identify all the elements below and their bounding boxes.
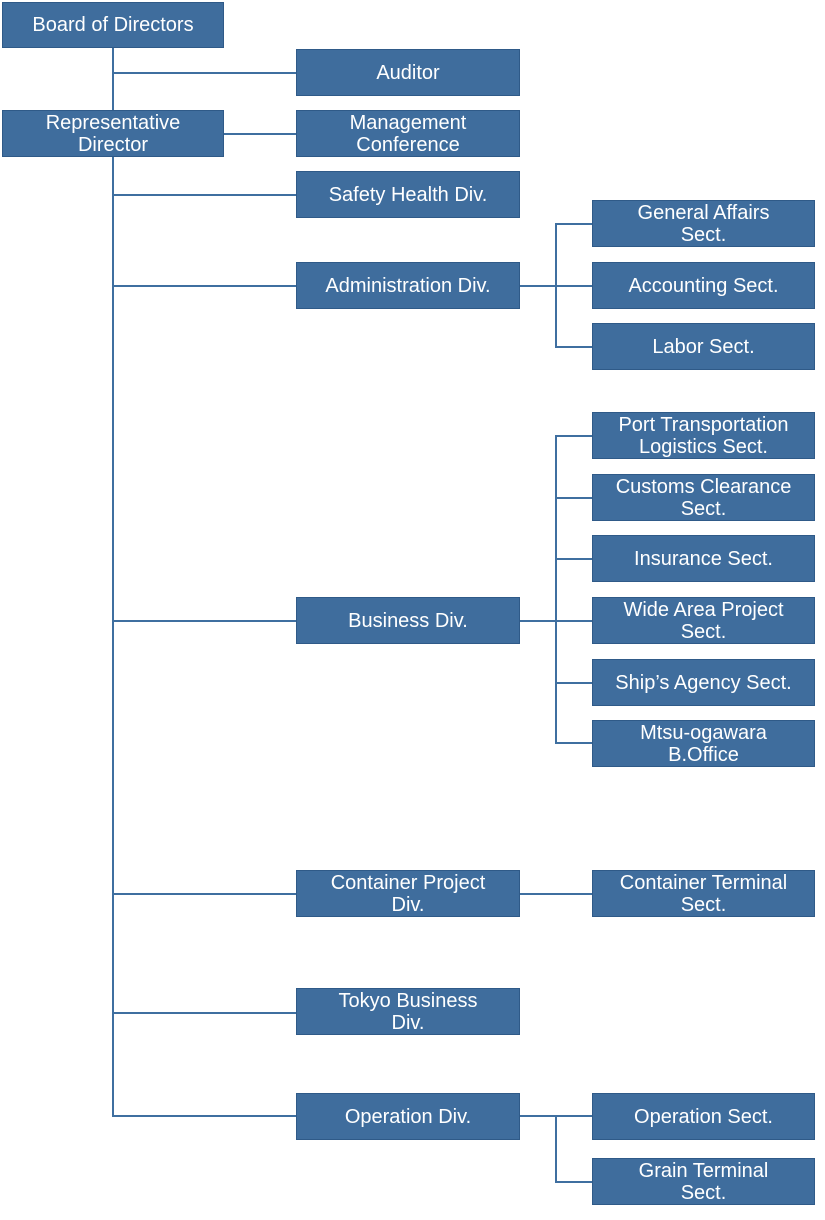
connector-container-project <box>112 893 296 895</box>
connector-operation-grain <box>555 1181 592 1183</box>
business-div-box: Business Div. <box>296 597 520 644</box>
connector-business <box>112 620 296 622</box>
connector-container-terminal <box>520 893 592 895</box>
connector-tokyo <box>112 1012 296 1014</box>
container-terminal-sect-box: Container Terminal Sect. <box>592 870 815 917</box>
connector-operation <box>112 1115 296 1117</box>
container-project-div-box: Container Project Div. <box>296 870 520 917</box>
port-transportation-logistics-sect-box: Port Transportation Logistics Sect. <box>592 412 815 459</box>
ships-agency-sect-box: Ship’s Agency Sect. <box>592 659 815 706</box>
connector-business-customs <box>555 497 592 499</box>
connector-admin-labor <box>555 346 592 348</box>
connector-business-port <box>555 435 592 437</box>
operation-sect-box: Operation Sect. <box>592 1093 815 1140</box>
mitsu-ogawara-b-office-box: Mtsu-ogawara B.Office <box>592 720 815 767</box>
connector-admin-accounting <box>555 285 592 287</box>
connector-safety <box>112 194 296 196</box>
tokyo-business-div-box: Tokyo Business Div. <box>296 988 520 1035</box>
administration-div-box: Administration Div. <box>296 262 520 309</box>
wide-area-project-sect-box: Wide Area Project Sect. <box>592 597 815 644</box>
grain-terminal-sect-box: Grain Terminal Sect. <box>592 1158 815 1205</box>
customs-clearance-sect-box: Customs Clearance Sect. <box>592 474 815 521</box>
connector-business-mitsu <box>555 742 592 744</box>
insurance-sect-box: Insurance Sect. <box>592 535 815 582</box>
auditor-box: Auditor <box>296 49 520 96</box>
connector-board-auditor <box>112 72 296 74</box>
management-conference-box: Management Conference <box>296 110 520 157</box>
connector-business-bus <box>555 435 557 743</box>
labor-sect-box: Labor Sect. <box>592 323 815 370</box>
connector-main-trunk <box>112 48 114 1116</box>
accounting-sect-box: Accounting Sect. <box>592 262 815 309</box>
general-affairs-sect-box: General Affairs Sect. <box>592 200 815 247</box>
connector-rep-mgmt <box>224 133 296 135</box>
operation-div-box: Operation Div. <box>296 1093 520 1140</box>
representative-director-box: Representative Director <box>2 110 224 157</box>
board-of-directors-box: Board of Directors <box>2 2 224 48</box>
connector-admin-out <box>520 285 556 287</box>
connector-admin-general <box>555 223 592 225</box>
connector-business-out <box>520 620 556 622</box>
safety-health-div-box: Safety Health Div. <box>296 171 520 218</box>
connector-administration <box>112 285 296 287</box>
connector-operation-bus <box>555 1115 557 1183</box>
connector-business-insurance <box>555 558 592 560</box>
connector-business-wide <box>555 620 592 622</box>
connector-business-ships <box>555 682 592 684</box>
